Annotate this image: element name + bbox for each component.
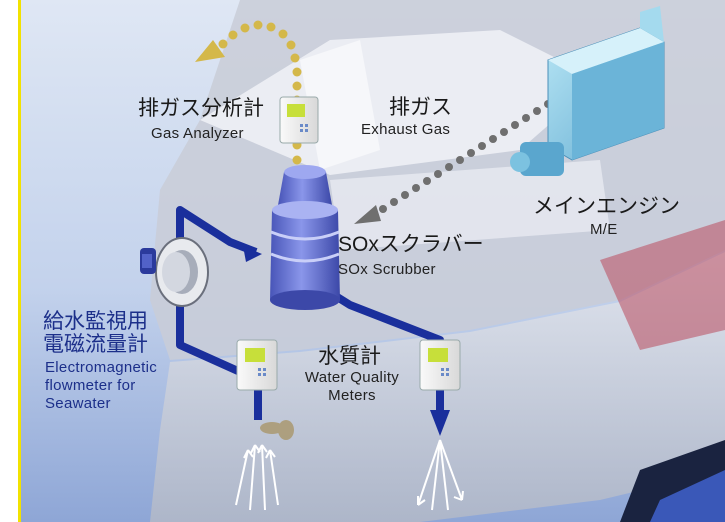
left-margin <box>0 0 20 522</box>
flowmeter-label-en-line3: Seawater <box>45 395 111 412</box>
water-quality-meter-icon <box>236 339 278 391</box>
water-quality-label-jp: 水質計 <box>318 345 381 368</box>
water-quality-label-en-line1: Water Quality <box>304 369 400 386</box>
main-engine-label-jp: メインエンジン <box>533 195 680 218</box>
flowmeter-label-jp-line1: 給水監視用 <box>43 310 148 333</box>
flowmeter-label-en-line1: Electromagnetic <box>45 359 158 376</box>
frame-border <box>18 0 21 522</box>
seawater-discharge-arrows <box>417 439 464 511</box>
scrubber-icon <box>270 165 340 310</box>
flowmeter-label-en-line2: flowmeter for <box>45 377 136 394</box>
gas-analyzer-label-jp: 排ガス分析計 <box>138 97 264 120</box>
pipe-arrow-discharge <box>430 410 450 436</box>
scrubber-label-jp: SOxスクラバー <box>338 233 484 256</box>
flowmeter-icon <box>140 237 209 307</box>
main-engine-icon <box>510 6 665 176</box>
scrubber-label-en: SOx Scrubber <box>338 261 436 278</box>
pipe-arrow-into-scrubber <box>243 246 262 262</box>
seawater-intake-arrows <box>235 444 279 511</box>
water-quality-label-en-line2: Meters <box>328 387 376 404</box>
flowmeter-label-jp-line2: 電磁流量計 <box>43 333 148 356</box>
gas-analyzer-icon <box>279 96 319 144</box>
main-engine-label-en: M/E <box>590 221 618 238</box>
exhaust-gas-label-jp: 排ガス <box>389 96 452 119</box>
gas-analyzer-label-en: Gas Analyzer <box>151 125 244 142</box>
propeller-icon <box>260 420 294 440</box>
exhaust-gas-label-en: Exhaust Gas <box>361 121 451 138</box>
water-quality-meter-icon <box>419 339 461 391</box>
